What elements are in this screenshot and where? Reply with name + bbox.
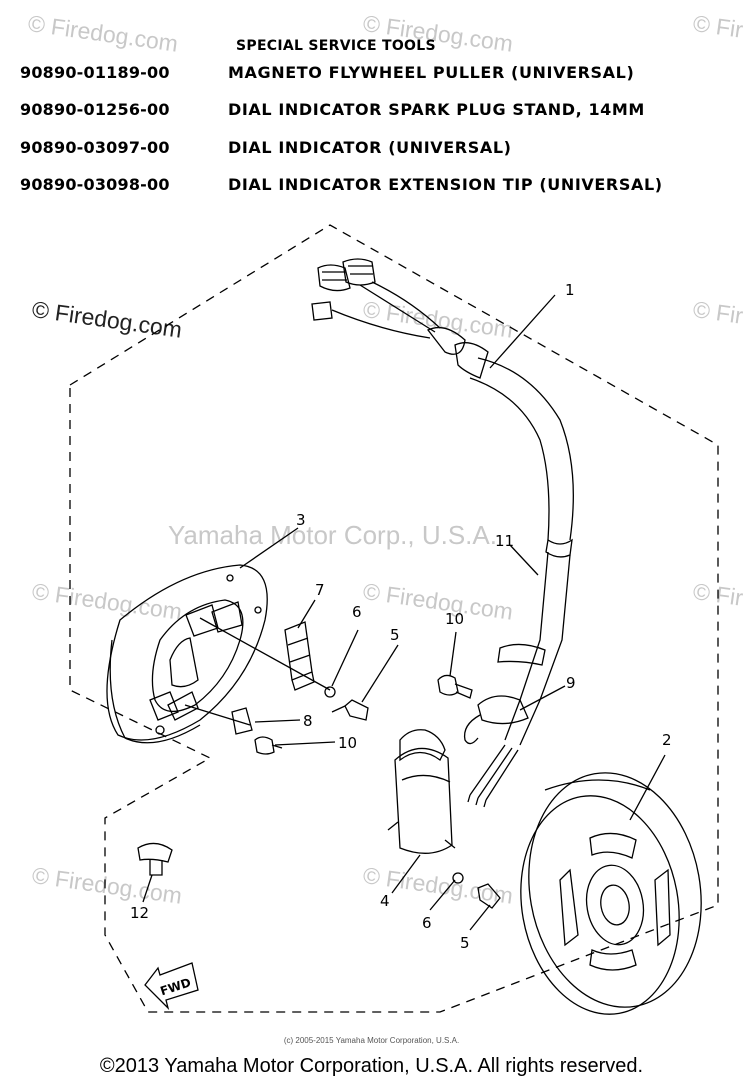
special-tools-title: SPECIAL SERVICE TOOLS <box>236 38 436 54</box>
tool-row: 90890-01189-00 MAGNETO FLYWHEEL PULLER (… <box>20 63 740 87</box>
fwd-label: FWD <box>158 975 192 998</box>
screw-part-10 <box>437 674 473 699</box>
tool-desc: DIAL INDICATOR SPARK PLUG STAND, 14MM <box>228 100 645 119</box>
small-copyright: (c) 2005-2015 Yamaha Motor Corporation, … <box>283 1036 460 1045</box>
stator-clamp <box>231 707 253 735</box>
callout-10: 10 <box>338 734 357 752</box>
tool-row: 90890-03097-00 DIAL INDICATOR (UNIVERSAL… <box>20 138 740 162</box>
callout-9: 9 <box>566 674 576 692</box>
callout-4: 4 <box>380 892 390 910</box>
tool-row: 90890-03098-00 DIAL INDICATOR EXTENSION … <box>20 175 740 199</box>
callout-11: 11 <box>495 532 514 550</box>
callout-12: 12 <box>130 904 149 922</box>
callout-5: 5 <box>460 934 470 952</box>
callout-7: 7 <box>315 581 325 599</box>
tool-code: 90890-01256-00 <box>20 100 170 119</box>
tool-desc: DIAL INDICATOR EXTENSION TIP (UNIVERSAL) <box>228 175 663 194</box>
lead-clamp <box>463 695 529 745</box>
washer <box>452 872 464 884</box>
tool-row: 90890-01256-00 DIAL INDICATOR SPARK PLUG… <box>20 100 740 124</box>
tool-desc: MAGNETO FLYWHEEL PULLER (UNIVERSAL) <box>228 63 635 82</box>
stator-base-plate <box>106 564 331 744</box>
callout-6: 6 <box>352 603 362 621</box>
tool-code: 90890-03098-00 <box>20 175 170 194</box>
callout-1: 1 <box>565 281 575 299</box>
callout-10: 10 <box>445 610 464 628</box>
assembly-boundary <box>69 224 719 1013</box>
screw-part-5 <box>477 883 501 909</box>
screw-part-5 <box>331 699 369 721</box>
callout-8: 8 <box>303 712 313 730</box>
tool-code: 90890-01189-00 <box>20 63 170 82</box>
pulser-coil <box>284 621 315 691</box>
callout-2: 2 <box>662 731 672 749</box>
screw-part-10 <box>254 736 283 755</box>
tool-code: 90890-03097-00 <box>20 138 170 157</box>
washer <box>324 686 336 698</box>
callout-6: 6 <box>422 914 432 932</box>
callout-3: 3 <box>296 511 306 529</box>
center-watermark: Yamaha Motor Corp., U.S.A. <box>168 520 497 550</box>
mounting-bolt <box>137 842 173 876</box>
stator-lead-assembly <box>311 258 574 808</box>
forward-arrow <box>144 962 199 1011</box>
callout-5: 5 <box>390 626 400 644</box>
charge-coil <box>387 729 456 854</box>
copyright-notice: ©2013 Yamaha Motor Corporation, U.S.A. A… <box>99 1055 644 1077</box>
flywheel-rotor <box>520 772 702 1015</box>
callout-leaders <box>142 294 666 931</box>
tool-desc: DIAL INDICATOR (UNIVERSAL) <box>228 138 512 157</box>
